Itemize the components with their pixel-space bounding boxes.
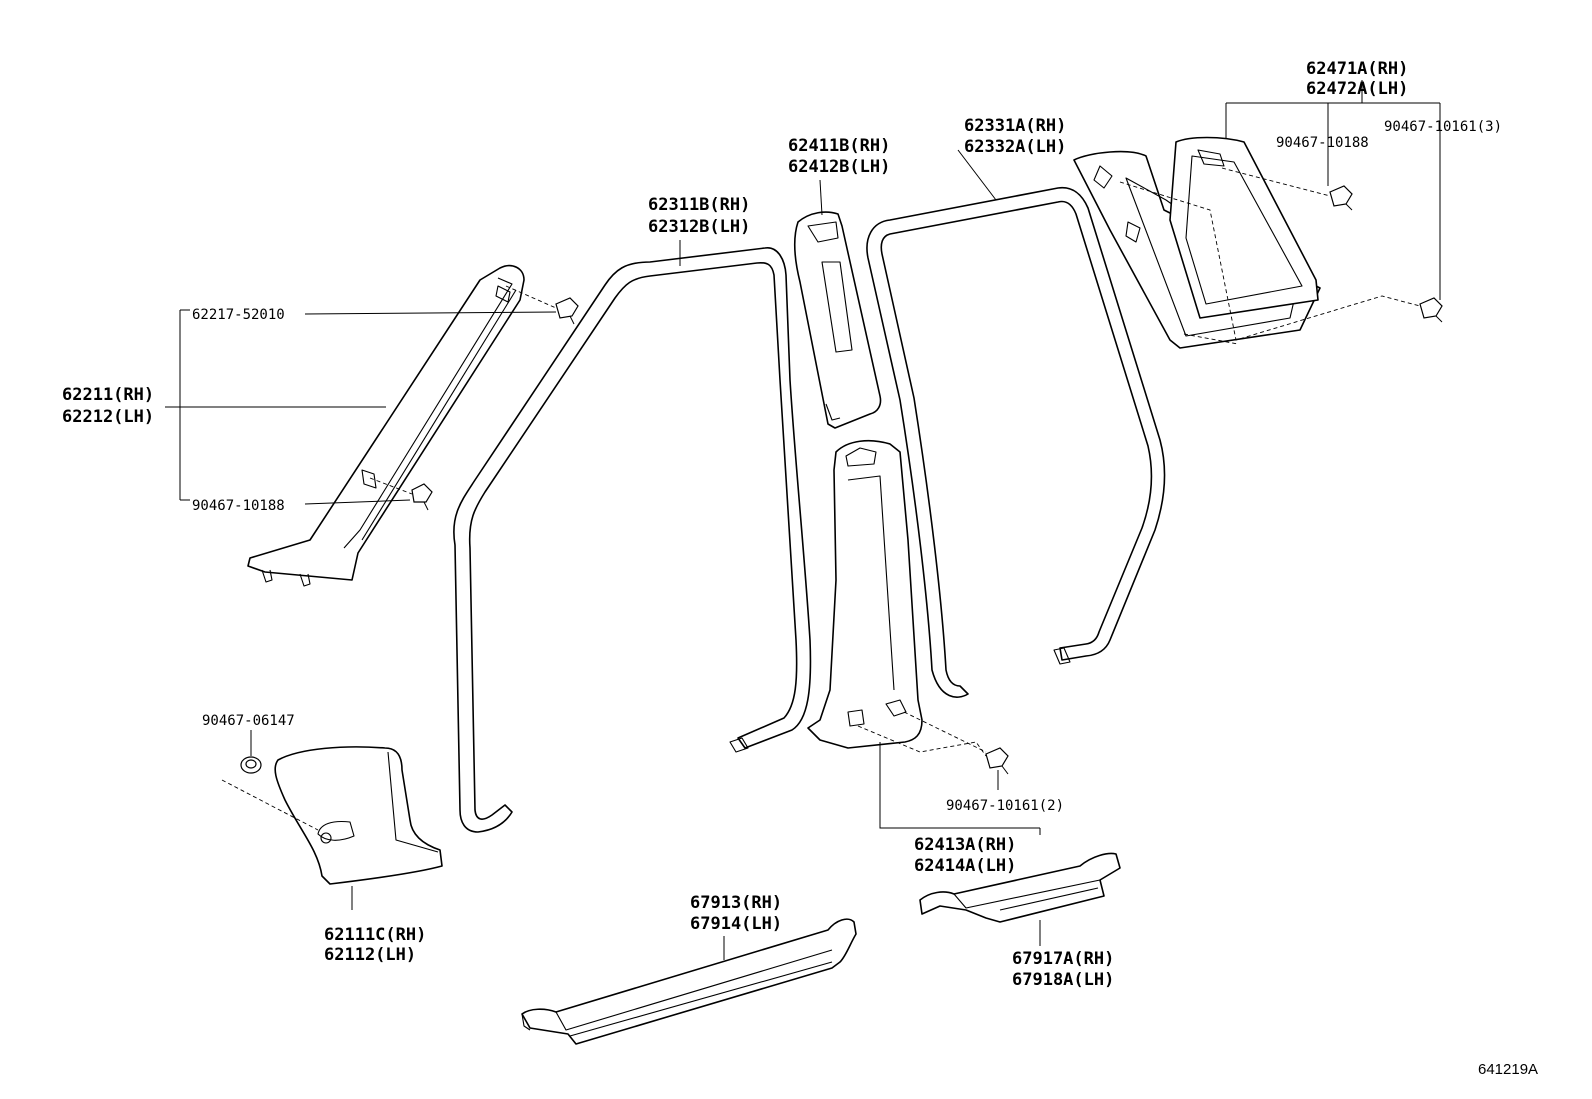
label-62311: 62311B(RH) bbox=[648, 195, 750, 215]
label-90467-10188-top: 90467-10188 bbox=[1276, 135, 1369, 151]
label-90467-10188-left: 90467-10188 bbox=[192, 498, 285, 514]
center-pillar-upper-garnish[interactable] bbox=[793, 211, 882, 429]
label-62412: 62412B(LH) bbox=[788, 157, 890, 177]
label-90467-06147: 90467-06147 bbox=[202, 713, 295, 729]
label-62312: 62312B(LH) bbox=[648, 217, 750, 237]
clip-90467-06147-icon bbox=[240, 756, 262, 774]
label-67914: 67914(LH) bbox=[690, 914, 782, 934]
label-62414: 62414A(LH) bbox=[914, 856, 1016, 876]
label-67918: 67918A(LH) bbox=[1012, 970, 1114, 990]
rear-door-opening-trim[interactable] bbox=[866, 186, 1166, 698]
label-62217: 62217-52010 bbox=[192, 307, 285, 323]
illustration-reference-code: 641219A bbox=[1478, 1061, 1538, 1078]
label-62472: 62472A(LH) bbox=[1306, 79, 1408, 99]
label-90467-10161-3: 90467-10161(3) bbox=[1384, 119, 1502, 135]
label-62413: 62413A(RH) bbox=[914, 835, 1016, 855]
clip-62217-icon bbox=[555, 297, 579, 325]
clip-90467-10188-left-icon bbox=[411, 483, 433, 511]
label-90467-10161-2: 90467-10161(2) bbox=[946, 798, 1064, 814]
front-pillar-garnish[interactable] bbox=[247, 264, 525, 587]
center-pillar-lower-garnish[interactable] bbox=[807, 439, 923, 749]
rear-door-scuff-plate[interactable] bbox=[919, 852, 1121, 923]
quarter-window-garnish[interactable] bbox=[1169, 136, 1319, 319]
label-62471: 62471A(RH) bbox=[1306, 59, 1408, 79]
label-62212: 62212(LH) bbox=[62, 407, 154, 427]
clip-90467-10188-top-icon bbox=[1329, 185, 1353, 211]
label-62331: 62331A(RH) bbox=[964, 116, 1066, 136]
cowl-side-trim[interactable] bbox=[274, 746, 443, 885]
label-62112: 62112(LH) bbox=[324, 945, 416, 965]
label-67917: 67917A(RH) bbox=[1012, 949, 1114, 969]
label-62211: 62211(RH) bbox=[62, 385, 154, 405]
clip-90467-10161-top-icon bbox=[1419, 297, 1443, 323]
label-62411: 62411B(RH) bbox=[788, 136, 890, 156]
label-62332: 62332A(LH) bbox=[964, 137, 1066, 157]
label-67913: 67913(RH) bbox=[690, 893, 782, 913]
clip-90467-10161-center-icon bbox=[985, 747, 1009, 775]
label-62111: 62111C(RH) bbox=[324, 925, 426, 945]
front-door-scuff-plate[interactable] bbox=[521, 918, 857, 1045]
front-door-opening-trim[interactable] bbox=[453, 247, 812, 833]
